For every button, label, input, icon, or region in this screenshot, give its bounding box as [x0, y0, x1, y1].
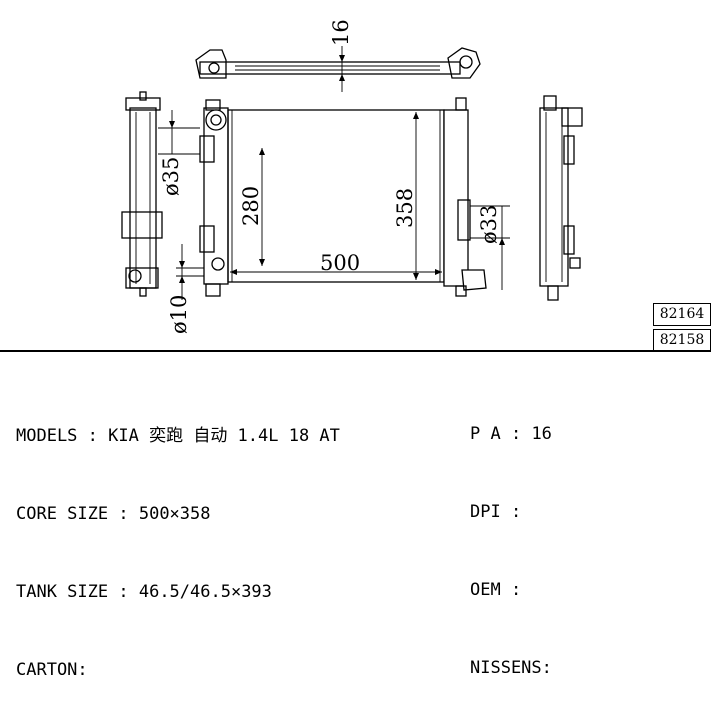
- spec-models: MODELS : KIA 奕跑 自动 1.4L 18 AT: [16, 423, 340, 449]
- spec-sep: :: [500, 580, 522, 600]
- spec-label: CARTON:: [16, 660, 88, 680]
- spec-carton: CARTON:: [16, 657, 340, 683]
- spec-sep: :: [108, 582, 139, 602]
- spec-sep: :: [108, 504, 139, 524]
- spec-tank-size: TANK SIZE : 46.5/46.5×393: [16, 579, 340, 605]
- spec-dpi: DPI :: [470, 499, 552, 525]
- spec-sep: :: [500, 424, 532, 444]
- spec-value: KIA 奕跑 自动 1.4L 18 AT: [108, 426, 340, 446]
- right-side-view: [539, 95, 583, 301]
- spec-pa: P A : 16: [470, 421, 552, 447]
- spec-list-right: P A : 16 DPI : OEM : NISSENS:: [470, 369, 552, 707]
- spec-core-size: CORE SIZE : 500×358: [16, 501, 340, 527]
- part-code-1: 82164: [653, 303, 711, 326]
- left-side-view: ø35 ø10: [121, 91, 206, 334]
- spec-value: 16: [531, 424, 552, 444]
- spec-label: TANK SIZE: [16, 582, 109, 602]
- spec-oem: OEM :: [470, 577, 552, 603]
- dim-inner-height: 280: [239, 186, 263, 226]
- dim-left-pipe: ø35: [159, 157, 183, 196]
- dim-top-thickness: 16: [329, 19, 353, 46]
- spec-label: MODELS: [16, 426, 78, 446]
- front-view: 280 358 500 ø33: [199, 97, 510, 297]
- spec-sep: :: [77, 426, 109, 446]
- dim-core-width: 500: [320, 251, 360, 275]
- dim-core-height: 358: [393, 188, 417, 228]
- spec-value: 46.5/46.5×393: [138, 582, 272, 602]
- spec-label: P A: [470, 424, 501, 444]
- spec-label: CORE SIZE: [16, 504, 109, 524]
- spec-label: NISSENS:: [470, 658, 552, 678]
- top-view: 16: [195, 19, 481, 92]
- spec-list-left: MODELS : KIA 奕跑 自动 1.4L 18 AT CORE SIZE …: [16, 371, 340, 709]
- spec-value: 500×358: [138, 504, 211, 524]
- spec-label: OEM: [470, 580, 501, 600]
- spec-sep: :: [500, 502, 522, 522]
- separator-line: [0, 350, 711, 352]
- spec-label: DPI: [470, 502, 501, 522]
- dim-right-pipe: ø33: [477, 205, 501, 244]
- radiator-technical-drawing: 16 ø35 ø10: [121, 19, 583, 334]
- part-code-2: 82158: [653, 329, 711, 352]
- dim-small-pipe: ø10: [167, 295, 191, 334]
- spec-nissens: NISSENS:: [470, 655, 552, 681]
